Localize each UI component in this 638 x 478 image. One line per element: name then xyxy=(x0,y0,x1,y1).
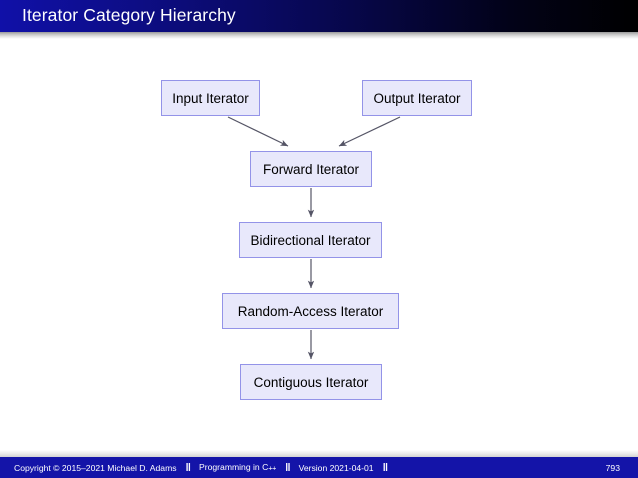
slide-header: Iterator Category Hierarchy xyxy=(0,0,638,32)
node-forward-iterator: Forward Iterator xyxy=(250,151,372,187)
footer-version: Version 2021-04-01 xyxy=(298,462,374,473)
footer-separator-3: ‖ xyxy=(382,461,389,474)
slide-footer: Copyright © 2015–2021 Michael D. Adams ‖… xyxy=(0,457,638,478)
node-contiguous-iterator-label: Contiguous Iterator xyxy=(253,374,369,390)
footer-copyright: Copyright © 2015–2021 Michael D. Adams xyxy=(14,462,177,473)
footer-separator-2: ‖ xyxy=(285,461,291,474)
footer-course-suffix: ++ xyxy=(268,463,277,473)
node-random-access-iterator: Random-Access Iterator xyxy=(222,293,399,329)
node-contiguous-iterator: Contiguous Iterator xyxy=(240,364,382,400)
node-bidirectional-iterator: Bidirectional Iterator xyxy=(239,222,382,258)
node-forward-iterator-label: Forward Iterator xyxy=(262,161,360,177)
footer-divider xyxy=(0,450,638,457)
iterator-hierarchy-diagram: Input Iterator Output Iterator Forward I… xyxy=(0,39,638,455)
node-output-iterator-label: Output Iterator xyxy=(373,90,461,106)
footer-course-text: Programming in C xyxy=(199,462,269,473)
node-input-iterator: Input Iterator xyxy=(161,80,260,116)
footer-separator-1: ‖ xyxy=(185,461,192,474)
page-title: Iterator Category Hierarchy xyxy=(22,5,236,26)
node-bidirectional-iterator-label: Bidirectional Iterator xyxy=(250,232,371,248)
edge-input-to-forward xyxy=(227,116,289,147)
footer-course: Programming in C++ xyxy=(199,462,276,473)
node-output-iterator: Output Iterator xyxy=(362,80,472,116)
edge-output-to-forward xyxy=(338,116,401,147)
node-input-iterator-label: Input Iterator xyxy=(172,90,249,106)
footer-page-number: 793 xyxy=(605,462,620,473)
diagram-edges xyxy=(227,116,401,360)
node-random-access-iterator-label: Random-Access Iterator xyxy=(237,303,384,319)
footer-info: Copyright © 2015–2021 Michael D. Adams ‖… xyxy=(14,462,396,474)
header-divider xyxy=(0,32,638,39)
